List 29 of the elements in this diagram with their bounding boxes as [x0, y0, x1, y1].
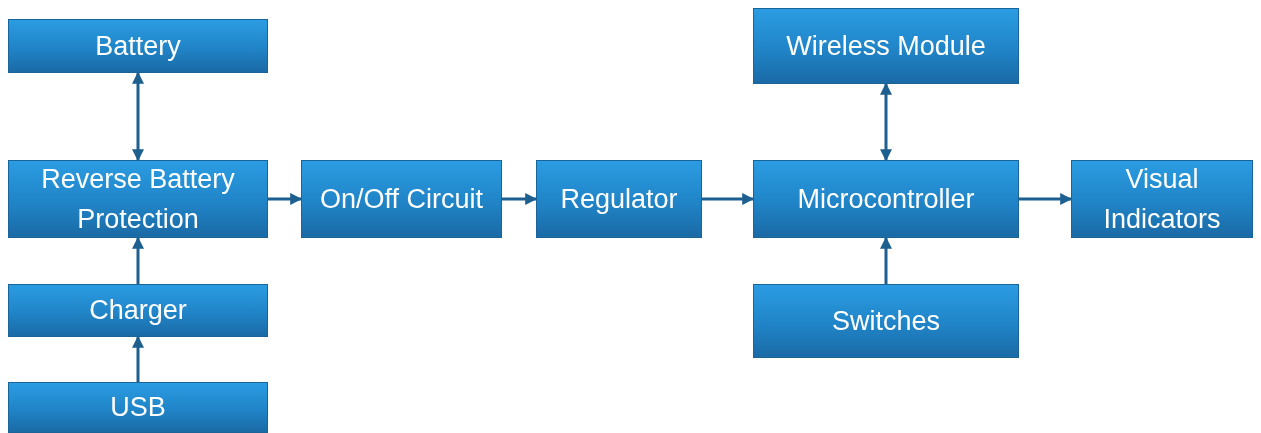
process-box	[8, 160, 268, 238]
arrow	[132, 236, 144, 284]
box-label: Reverse Battery Protection	[40, 162, 236, 236]
box-label: USB	[110, 391, 166, 425]
box-label: Battery	[95, 29, 181, 63]
arrow	[880, 82, 892, 162]
box-label: Switches	[831, 304, 940, 338]
arrow	[1019, 193, 1073, 205]
process-box	[8, 382, 268, 433]
box-label: Visual Indicators	[1102, 162, 1222, 236]
arrow	[702, 193, 755, 205]
process-box	[8, 284, 268, 337]
arrow	[268, 193, 303, 205]
process-box	[8, 19, 268, 73]
box-label: On/Off Circuit	[319, 182, 483, 216]
process-box	[301, 160, 502, 238]
box-label: Wireless Module	[786, 29, 986, 63]
process-box	[1071, 160, 1253, 238]
process-box	[536, 160, 702, 238]
box-label: Charger	[89, 294, 187, 328]
arrow	[502, 193, 538, 205]
arrow	[132, 71, 144, 162]
box-label: Microcontroller	[797, 182, 975, 216]
arrow	[132, 335, 144, 382]
box-label: Regulator	[560, 182, 678, 216]
process-box	[753, 8, 1019, 84]
process-box	[753, 160, 1019, 238]
arrow	[880, 236, 892, 284]
process-box	[753, 284, 1019, 358]
